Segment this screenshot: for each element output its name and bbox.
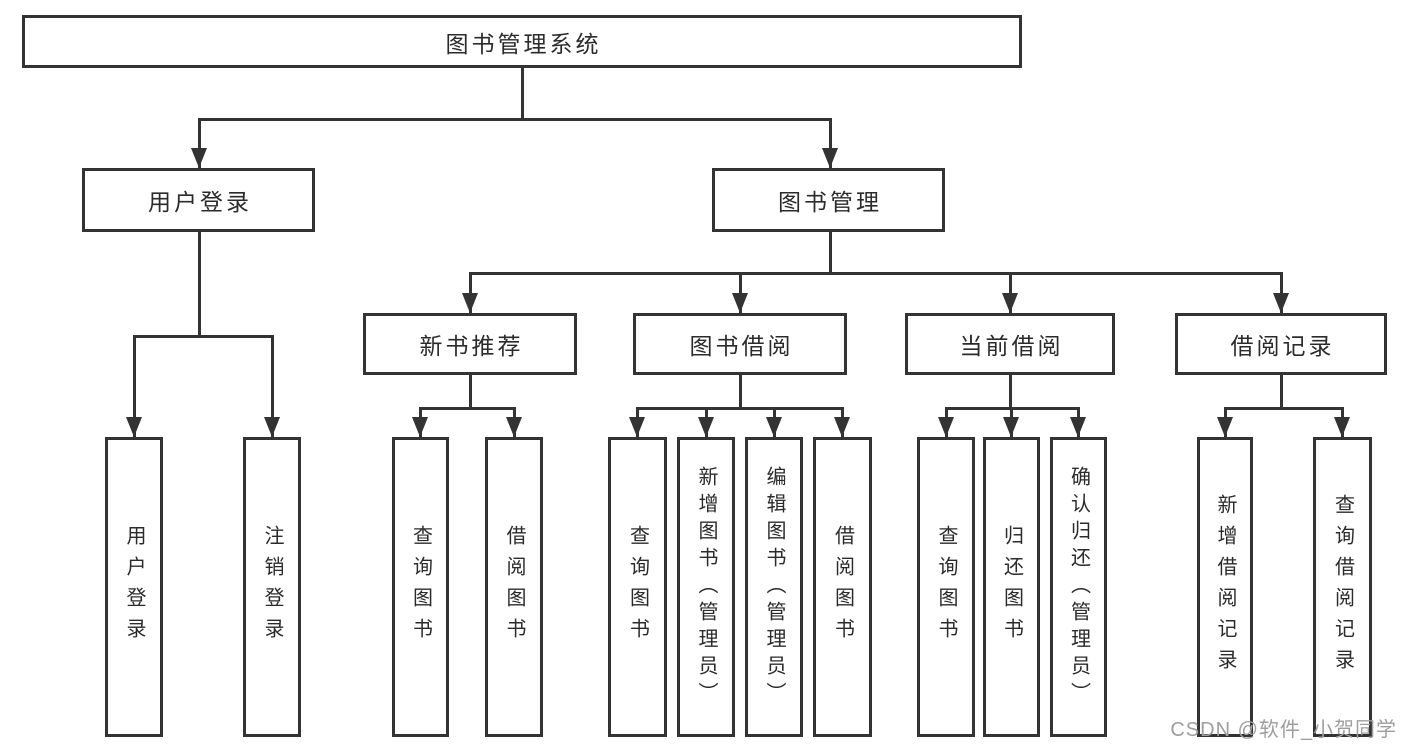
connector-nbr-stub bbox=[469, 375, 472, 407]
connector-root-horizontal bbox=[198, 118, 832, 121]
connector-br-stub bbox=[1280, 375, 1283, 407]
leaf-nbr-borrow-books-label: 借阅图书 bbox=[503, 525, 525, 649]
connector-drop-new-book-recommendation bbox=[469, 272, 472, 313]
leaf-br-query-record-label: 查询借阅记录 bbox=[1331, 494, 1354, 680]
node-book-borrowing-label: 图书借阅 bbox=[689, 333, 794, 359]
arrow-down-icon bbox=[1217, 417, 1233, 437]
node-book-management-label: 图书管理 bbox=[778, 189, 882, 215]
leaf-cb-confirm-return: 确认归还（管理员） bbox=[1050, 437, 1107, 737]
leaf-cb-return-books-label: 归还图书 bbox=[1000, 525, 1023, 649]
leaf-bb-edit-books-label: 编辑图书（管理员） bbox=[763, 465, 785, 709]
connector-br-horizontal bbox=[1224, 407, 1344, 410]
leaf-nbr-query-books: 查询图书 bbox=[392, 437, 449, 737]
leaf-bb-borrow-books: 借阅图书 bbox=[813, 437, 872, 737]
leaf-logout: 注销登录 bbox=[243, 437, 301, 737]
node-new-book-recommendation: 新书推荐 bbox=[363, 313, 577, 375]
leaf-nbr-query-books-label: 查询图书 bbox=[409, 525, 432, 649]
node-book-management: 图书管理 bbox=[712, 168, 945, 232]
node-current-borrowing: 当前借阅 bbox=[905, 313, 1115, 375]
connector-user-login-horizontal bbox=[133, 335, 274, 338]
arrow-down-icon bbox=[732, 293, 748, 313]
connector-book-management-stub bbox=[829, 232, 832, 272]
connector-nbr-horizontal bbox=[419, 407, 516, 410]
connector-user-login-stub bbox=[198, 232, 201, 335]
arrow-down-icon bbox=[766, 417, 782, 437]
arrow-down-icon bbox=[506, 417, 522, 437]
leaf-bb-add-books: 新增图书（管理员） bbox=[677, 437, 735, 737]
connector-drop-borrowing-records bbox=[1280, 272, 1283, 313]
leaf-cb-return-books: 归还图书 bbox=[983, 437, 1040, 737]
arrow-down-icon bbox=[698, 417, 714, 437]
arrow-down-icon bbox=[822, 148, 838, 168]
leaf-bb-query-books-label: 查询图书 bbox=[626, 525, 649, 649]
arrow-down-icon bbox=[1070, 417, 1086, 437]
arrow-down-icon bbox=[1273, 293, 1289, 313]
arrow-down-icon bbox=[1002, 293, 1018, 313]
leaf-cb-query-books: 查询图书 bbox=[917, 437, 975, 737]
connector-cb-stub bbox=[1009, 375, 1012, 407]
leaf-user-login: 用户登录 bbox=[105, 437, 163, 737]
node-user-login-label: 用户登录 bbox=[148, 189, 252, 215]
node-user-login: 用户登录 bbox=[82, 168, 315, 232]
arrow-down-icon bbox=[264, 417, 280, 437]
leaf-bb-edit-books: 编辑图书（管理员） bbox=[745, 437, 803, 737]
leaf-br-add-record: 新增借阅记录 bbox=[1197, 437, 1253, 737]
connector-drop-book-borrowing bbox=[739, 272, 742, 313]
connector-bb-stub bbox=[739, 375, 742, 407]
arrow-down-icon bbox=[412, 417, 428, 437]
connector-bb-horizontal bbox=[636, 407, 844, 410]
arrow-down-icon bbox=[1334, 417, 1350, 437]
node-current-borrowing-label: 当前借阅 bbox=[959, 333, 1064, 359]
connector-drop-current-borrowing bbox=[1009, 272, 1012, 313]
leaf-bb-query-books: 查询图书 bbox=[608, 437, 667, 737]
arrow-down-icon bbox=[1003, 417, 1019, 437]
connector-book-management-horizontal bbox=[469, 272, 1283, 275]
connector-drop-leaf bbox=[271, 335, 274, 437]
arrow-down-icon bbox=[834, 417, 850, 437]
connector-drop-book-management bbox=[829, 118, 832, 168]
node-new-book-recommendation-label: 新书推荐 bbox=[419, 333, 524, 359]
node-book-borrowing: 图书借阅 bbox=[633, 313, 847, 375]
leaf-nbr-borrow-books: 借阅图书 bbox=[485, 437, 543, 737]
arrow-down-icon bbox=[938, 417, 954, 437]
leaf-user-login-label: 用户登录 bbox=[123, 525, 145, 649]
leaf-bb-add-books-label: 新增图书（管理员） bbox=[695, 465, 717, 709]
leaf-bb-borrow-books-label: 借阅图书 bbox=[831, 525, 854, 649]
leaf-br-query-record: 查询借阅记录 bbox=[1313, 437, 1372, 737]
leaf-cb-query-books-label: 查询图书 bbox=[935, 525, 957, 649]
node-borrowing-records-label: 借阅记录 bbox=[1230, 333, 1335, 359]
connector-root-stub bbox=[521, 68, 524, 118]
arrow-down-icon bbox=[126, 417, 142, 437]
connector-drop-user-login bbox=[198, 118, 201, 168]
arrow-down-icon bbox=[462, 293, 478, 313]
watermark-text: CSDN @软件_小贺同学 bbox=[1170, 719, 1397, 741]
node-borrowing-records: 借阅记录 bbox=[1175, 313, 1387, 375]
leaf-cb-confirm-return-label: 确认归还（管理员） bbox=[1067, 465, 1090, 709]
leaf-logout-label: 注销登录 bbox=[261, 525, 283, 649]
connector-drop-leaf bbox=[133, 335, 136, 437]
arrow-down-icon bbox=[191, 148, 207, 168]
arrow-down-icon bbox=[629, 417, 645, 437]
leaf-br-add-record-label: 新增借阅记录 bbox=[1214, 494, 1236, 680]
node-root: 图书管理系统 bbox=[22, 15, 1022, 68]
node-root-label: 图书管理系统 bbox=[445, 30, 602, 57]
